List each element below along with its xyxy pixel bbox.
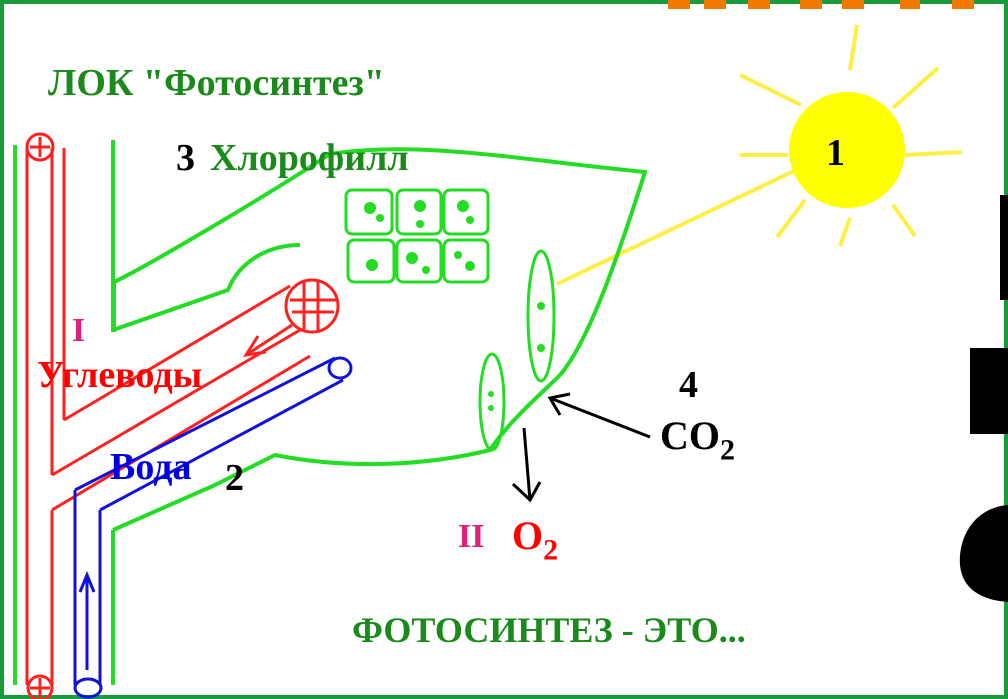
sun-rays	[739, 24, 963, 247]
water-number: 2	[225, 457, 244, 499]
co2-formula: CO2	[660, 413, 735, 466]
co2-subscript: 2	[720, 433, 735, 467]
carbs-label: Углеводы	[37, 354, 203, 396]
cropped-top-letters	[668, 0, 974, 9]
sun-number: 1	[826, 132, 845, 174]
o2-main: O	[512, 513, 544, 558]
carbs-flow-arrow	[242, 323, 293, 357]
chlorophyll-cells	[344, 188, 490, 284]
right-edge-round	[959, 505, 1008, 602]
o2-subscript: 2	[543, 533, 559, 567]
co2-main: CO	[660, 413, 720, 458]
o2-numeral: II	[458, 518, 485, 555]
stoma-upper	[526, 249, 556, 383]
stoma-lower	[478, 352, 506, 452]
phloem-vessel	[25, 132, 340, 699]
sunlight-beam	[556, 168, 797, 286]
co2-number: 4	[679, 364, 698, 406]
right-edge-block	[970, 348, 1008, 434]
sun-icon	[789, 92, 905, 208]
leaf-outline	[112, 147, 647, 532]
bottom-definition-prompt: ФОТОСИНТЕЗ - ЭТО...	[352, 610, 746, 650]
chlorophyll-number: 3	[176, 137, 195, 179]
co2-arrow	[547, 392, 651, 439]
chlorophyll-label: Хлорофилл	[210, 137, 409, 179]
xylem-vessel	[73, 356, 353, 699]
carbs-numeral: I	[72, 312, 86, 349]
o2-formula: O2	[512, 513, 558, 566]
chloroplasts	[364, 200, 475, 274]
leaf-petiole-edge	[112, 243, 301, 332]
water-flow-arrow	[78, 571, 96, 670]
stem-outline	[13, 140, 115, 685]
right-edge-mark	[1000, 195, 1008, 300]
o2-arrow	[511, 427, 542, 503]
diagram-title: ЛОК "Фотосинтез"	[48, 62, 385, 104]
water-label: Вода	[110, 446, 192, 488]
